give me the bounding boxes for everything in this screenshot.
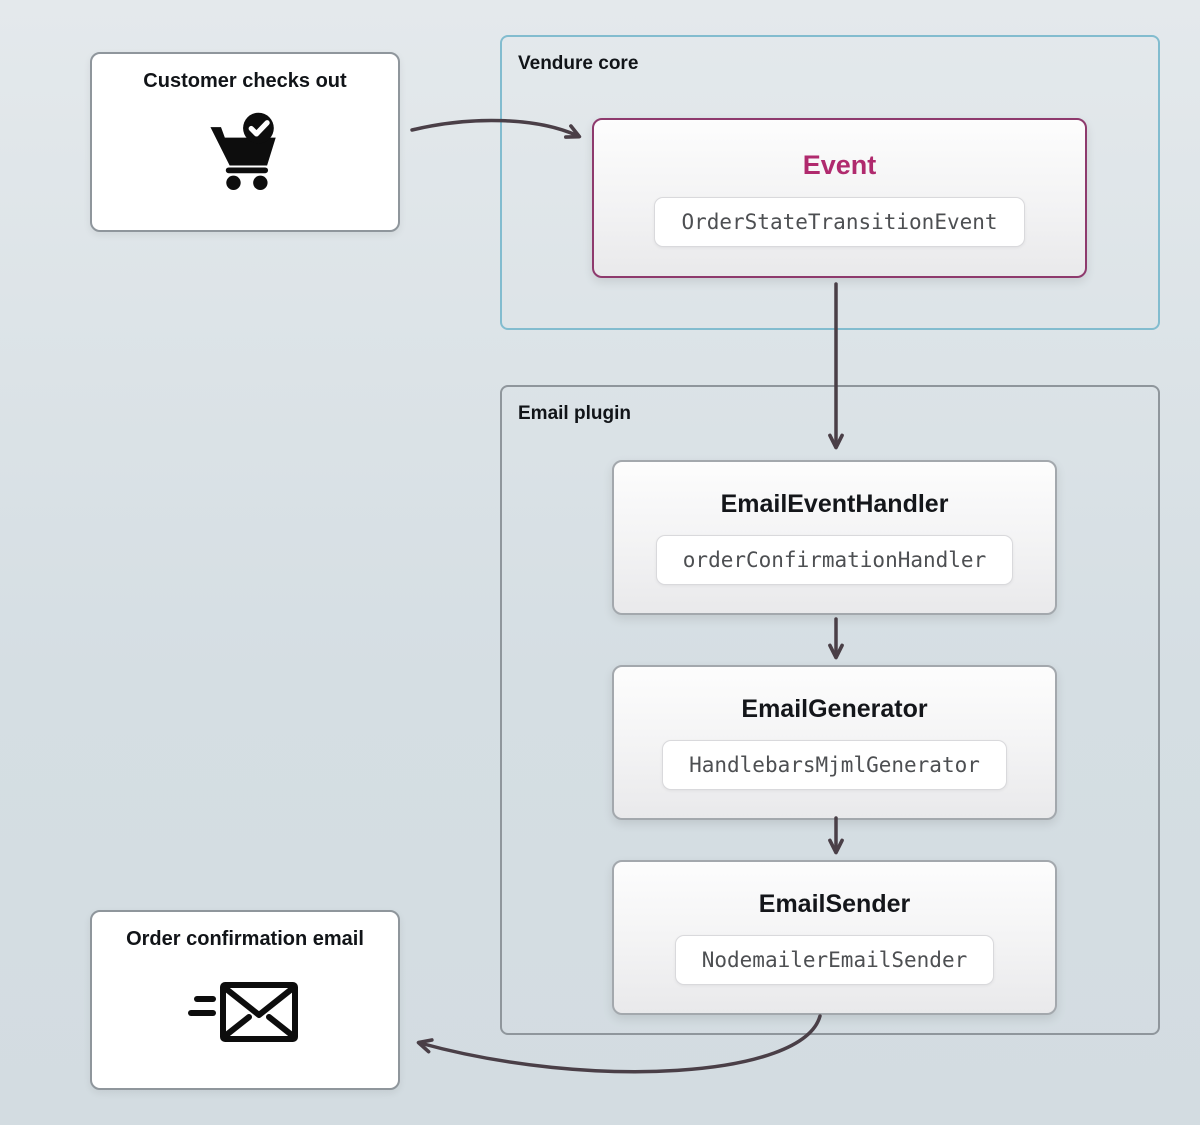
email-generator-chip: HandlebarsMjmlGenerator: [662, 740, 1007, 790]
send-email-icon: [185, 951, 305, 1072]
event-node-title: Event: [802, 149, 877, 180]
order-confirmation-email-card: Order confirmation email: [90, 910, 400, 1090]
email-event-handler-node: EmailEventHandler orderConfirmationHandl…: [612, 460, 1057, 615]
email-event-handler-chip: orderConfirmationHandler: [655, 535, 1014, 585]
email-sender-title: EmailSender: [758, 890, 911, 918]
event-node: Event OrderStateTransitionEvent: [592, 118, 1087, 278]
customer-checkout-card: Customer checks out: [90, 52, 400, 232]
email-generator-title: EmailGenerator: [741, 695, 928, 723]
email-sender-chip: NodemailerEmailSender: [674, 935, 995, 985]
email-sender-node: EmailSender NodemailerEmailSender: [612, 860, 1057, 1015]
cart-check-icon: [197, 93, 293, 214]
customer-checkout-title: Customer checks out: [143, 70, 347, 92]
email-event-handler-title: EmailEventHandler: [720, 490, 949, 518]
vendure-core-container: Vendure core: [500, 35, 1160, 330]
email-plugin-label: Email plugin: [518, 403, 631, 424]
vendure-core-label: Vendure core: [518, 53, 639, 74]
email-plugin-container: Email plugin: [500, 385, 1160, 1035]
event-node-chip: OrderStateTransitionEvent: [654, 196, 1025, 247]
order-confirmation-email-title: Order confirmation email: [126, 928, 364, 950]
email-generator-node: EmailGenerator HandlebarsMjmlGenerator: [612, 665, 1057, 820]
